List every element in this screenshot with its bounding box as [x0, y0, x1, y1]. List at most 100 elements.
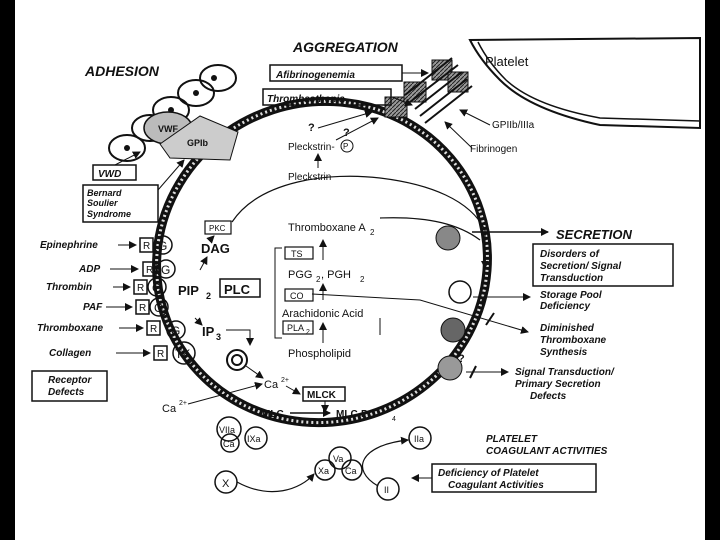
secretion-disorders-box — [532, 243, 674, 287]
pkc-arrow — [206, 235, 215, 244]
factor-ca2-circle — [341, 459, 363, 481]
pleckstrin-label: Pleckstrin — [288, 172, 331, 183]
secretion-disorders-line-2: Secretion/ Signal — [540, 261, 621, 272]
mlck-label: MLCK — [307, 390, 337, 401]
thrombasthenia-box — [262, 88, 392, 106]
receptor-row-1: R G — [139, 235, 173, 255]
thromboxane-synthesis-arrow — [311, 293, 529, 334]
pleckstrin-arrow-1 — [317, 110, 373, 129]
ca-external-label: Ca — [162, 403, 177, 415]
coagulant-deficiency-line-2: Coagulant Activities — [448, 480, 544, 491]
mlc-label: MLC — [262, 409, 284, 420]
factor-iia-circle — [408, 426, 432, 450]
co-label: CO — [290, 291, 304, 301]
pip-label: PIP — [178, 283, 199, 298]
calcium-release-arrow — [245, 365, 264, 379]
dag-label: DAG — [201, 241, 230, 256]
bernard-box — [82, 184, 159, 223]
diminished-line-2: Thromboxane — [540, 335, 607, 346]
receptor-r: R — [146, 265, 153, 276]
receptor-defects-line-1: Receptor — [48, 375, 92, 386]
gpiib-arrow — [459, 109, 491, 126]
mlc-po-sub: 4 — [392, 416, 396, 423]
coagulant-title-line-1: PLATELET — [486, 434, 538, 445]
receptor-r: R — [150, 324, 157, 335]
receptor-row-2: R G — [142, 259, 176, 279]
pla-sub: 2 — [306, 329, 310, 336]
signal-line-1: Signal Transduction/ — [515, 367, 615, 378]
thrombasthenia-arrow — [391, 96, 413, 107]
signal-line-2: Primary Secretion — [515, 379, 601, 390]
gpiib-receptor-cluster — [384, 57, 473, 124]
fibrinogen-arrow — [444, 121, 473, 149]
ca-internal-sup: 2+ — [281, 377, 289, 384]
signal-block — [469, 365, 477, 379]
factor-xa-label: Xa — [318, 466, 329, 476]
factor-viia-label: VIIa — [219, 425, 235, 435]
factor-va-circle — [328, 446, 352, 470]
coagulant-title-line-2: COAGULANT ACTIVITIES — [486, 446, 608, 457]
adhesion-heading: ADHESION — [84, 63, 160, 79]
mlck-box — [302, 386, 346, 402]
pleckstrin-p-label: Pleckstrin- — [288, 142, 335, 153]
ca-internal-label: Ca — [264, 379, 279, 391]
factor-ca1-label: Ca — [223, 439, 235, 449]
ts-side-line — [274, 247, 282, 292]
signal-question-mark: ? — [458, 353, 465, 365]
factor-ca2-label: Ca — [345, 466, 357, 476]
agonist-labels: Epinephrine ADP Thrombin PAF Thromboxane… — [37, 240, 104, 359]
secretion-granules — [435, 225, 472, 381]
thrombasthenia-label: Thrombasthenia — [267, 94, 345, 105]
dense-tubular-outer — [226, 349, 248, 371]
storage-pool-line-1: Storage Pool — [540, 290, 602, 301]
factor-viia-circle — [216, 416, 242, 442]
pip-to-ip3-arrow — [194, 317, 203, 326]
pgh-sub: 2 — [360, 275, 365, 284]
aggregation-heading: AGGREGATION — [292, 39, 399, 55]
platelet-outline-right — [468, 36, 701, 130]
coagulant-deficiency-line-1: Deficiency of Platelet — [438, 468, 539, 479]
factor-ixa-circle — [244, 426, 268, 450]
bernard-line-1: Bernard — [87, 188, 122, 198]
signal-line-3: Defects — [530, 391, 567, 402]
factor-ixa-label: IXa — [247, 434, 261, 444]
receptor-r: R — [137, 283, 144, 294]
factor-ii-label: II — [384, 485, 389, 495]
txa-curve — [379, 217, 481, 241]
vwf-label: VWF — [158, 124, 178, 134]
ca-to-mlck-arrow — [285, 385, 301, 395]
phosphate-circle — [340, 139, 354, 153]
txa-sub: 2 — [370, 228, 375, 237]
agonist-thrombin: Thrombin — [46, 282, 92, 293]
factor-va-label: Va — [333, 454, 343, 464]
factor-ii-circle — [376, 477, 400, 501]
agonist-epinephrine: Epinephrine — [40, 240, 98, 251]
diminished-line-1: Diminished — [540, 323, 595, 334]
receptor-row-3: R G — [133, 277, 167, 297]
gplb-label: GPIb — [187, 138, 209, 148]
diminished-line-3: Synthesis — [540, 347, 588, 358]
platelet-membrane-right — [477, 41, 701, 122]
receptor-defects-line-2: Defects — [48, 387, 85, 398]
storage-pool-block — [481, 289, 489, 303]
pkc-curve-arrow — [231, 175, 489, 269]
receptor-row-5: R G — [146, 320, 186, 340]
agonist-arrows — [106, 241, 151, 357]
vwd-box — [92, 164, 137, 181]
pla-label: PLA — [287, 323, 304, 333]
receptor-g: G — [152, 281, 161, 295]
pkc-box — [204, 220, 232, 235]
agonist-thromboxane: Thromboxane — [37, 323, 104, 334]
question-mark-1: ? — [308, 122, 315, 134]
ii-to-iia-arrow — [361, 436, 409, 487]
gplb-region — [159, 115, 239, 161]
pgg-label: PGG — [288, 269, 312, 281]
phospholipid-label: Phospholipid — [288, 348, 351, 360]
factor-ca1-circle — [220, 433, 240, 453]
diagram-page — [15, 0, 705, 540]
plc-label: PLC — [224, 282, 251, 297]
thromboxane-block — [485, 312, 495, 326]
pgg-sub: 2 — [316, 275, 321, 284]
dag-arrow — [199, 256, 208, 271]
